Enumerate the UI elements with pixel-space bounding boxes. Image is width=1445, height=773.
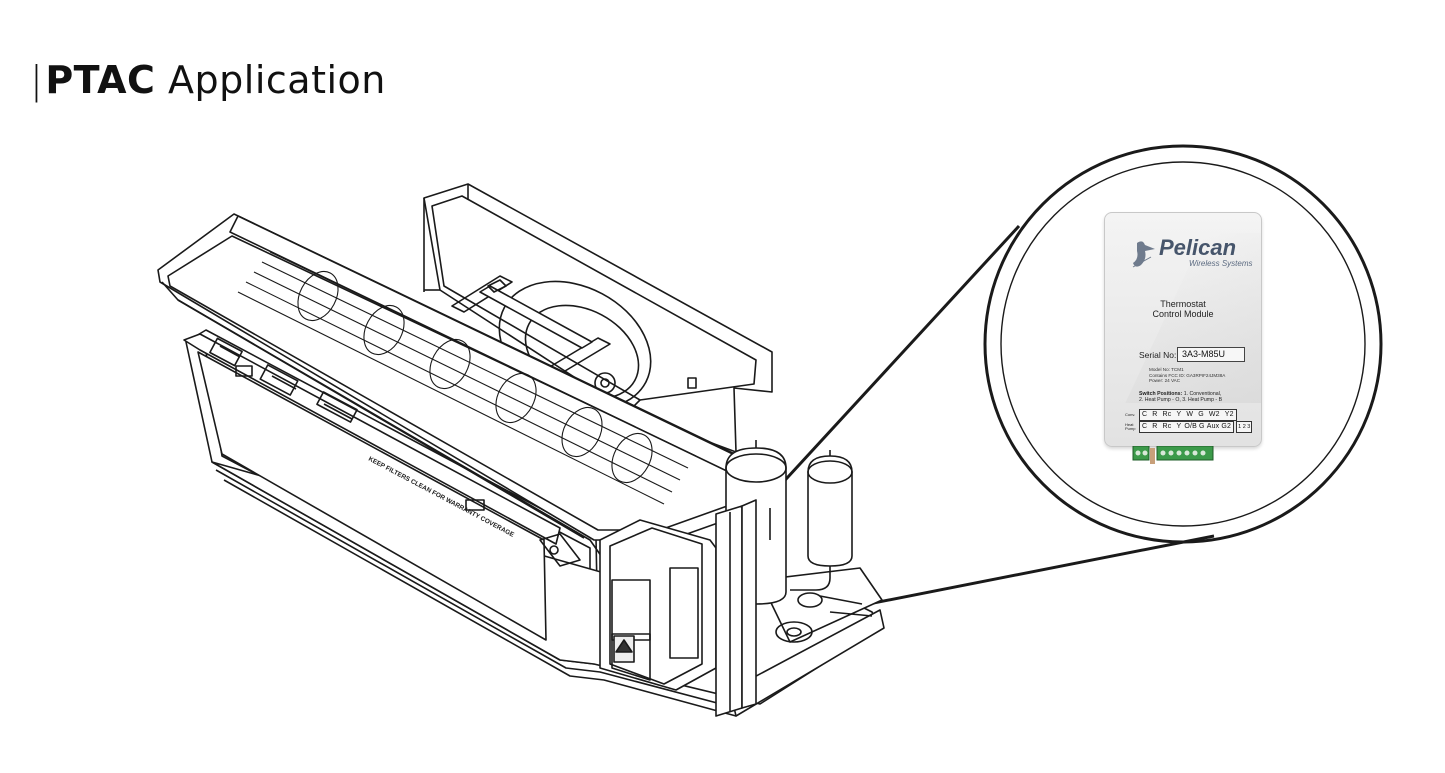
brand-subtitle: Wireless Systems	[1189, 259, 1253, 268]
terminal: R	[1152, 423, 1158, 430]
title-strong: PTAC	[45, 58, 156, 102]
terminal: C	[1142, 411, 1148, 418]
brand-name: Pelican	[1159, 235, 1237, 260]
conv-terminals: C R Rc Y W G W2 Y2	[1139, 408, 1237, 421]
terminal: C	[1142, 423, 1148, 430]
front-panel	[183, 333, 581, 641]
zoom-circle-inner	[1000, 161, 1366, 527]
terminal: G	[1198, 411, 1204, 418]
switch-text2: 2. Heat Pump - O, 3. Heat Pump - B	[1139, 397, 1223, 403]
conv-label: Conv.	[1125, 411, 1136, 417]
terminal: Aux	[1206, 423, 1220, 430]
page-title: |PTAC Application	[30, 58, 386, 102]
brand-block: Pelican Wireless Systems	[1159, 235, 1253, 269]
serial-label: Serial No:	[1139, 350, 1177, 360]
terminal: G2	[1221, 423, 1232, 430]
terminal: O/B	[1184, 423, 1198, 430]
title-light: Application	[168, 58, 386, 102]
terminal: W2	[1208, 411, 1220, 418]
right-frame	[715, 499, 757, 717]
module-title: Thermostat Control Module	[1105, 299, 1261, 319]
top-grille	[157, 213, 767, 561]
terminal-row-conventional: Conv. C R Rc Y W G W2 Y2	[1125, 408, 1237, 421]
switch-label: Switch Positions:	[1139, 391, 1183, 397]
dip-switch: 1 2 3	[1236, 420, 1253, 433]
serial-value: 3A3-M85U	[1177, 347, 1245, 362]
fine-power: Power: 24 VAC	[1149, 378, 1181, 383]
hp-label: Heat Pump	[1125, 421, 1136, 431]
terminal: Y2	[1224, 411, 1234, 418]
module-title-line2: Control Module	[1152, 309, 1214, 319]
terminal: Rc	[1162, 411, 1172, 418]
pelican-bird-icon	[1132, 241, 1155, 268]
switch-positions: Switch Positions: 1. Conventional, 2. He…	[1139, 391, 1222, 403]
thermostat-control-module: Pelican Wireless Systems Thermostat Cont…	[1104, 212, 1262, 447]
terminal: Y	[1176, 423, 1182, 430]
fine-model: Model No: TCM1	[1149, 367, 1184, 372]
condenser-housing	[423, 183, 773, 453]
module-fine-print: Model No: TCM1 Contains FCC ID: GA3RPIF2…	[1149, 367, 1225, 384]
fine-fcc: Contains FCC ID: GA3RPIF24JM38A	[1149, 372, 1226, 378]
control-box	[599, 519, 717, 691]
terminal-block-connector	[1132, 446, 1214, 464]
terminal: G	[1199, 423, 1205, 430]
terminal: Rc	[1162, 423, 1172, 430]
terminal: Y	[1176, 411, 1182, 418]
terminal: R	[1152, 411, 1158, 418]
terminal: W	[1186, 411, 1194, 418]
switch-text1: 1. Conventional,	[1183, 391, 1222, 397]
warning-triangle-icon	[615, 639, 633, 653]
hp-terminals: C R Rc Y O/B G Aux G2	[1139, 420, 1235, 433]
module-title-line1: Thermostat	[1160, 299, 1206, 309]
terminal-row-heatpump: Heat Pump C R Rc Y O/B G Aux G2 1 2 3	[1125, 420, 1253, 433]
title-divider: |	[30, 58, 44, 102]
